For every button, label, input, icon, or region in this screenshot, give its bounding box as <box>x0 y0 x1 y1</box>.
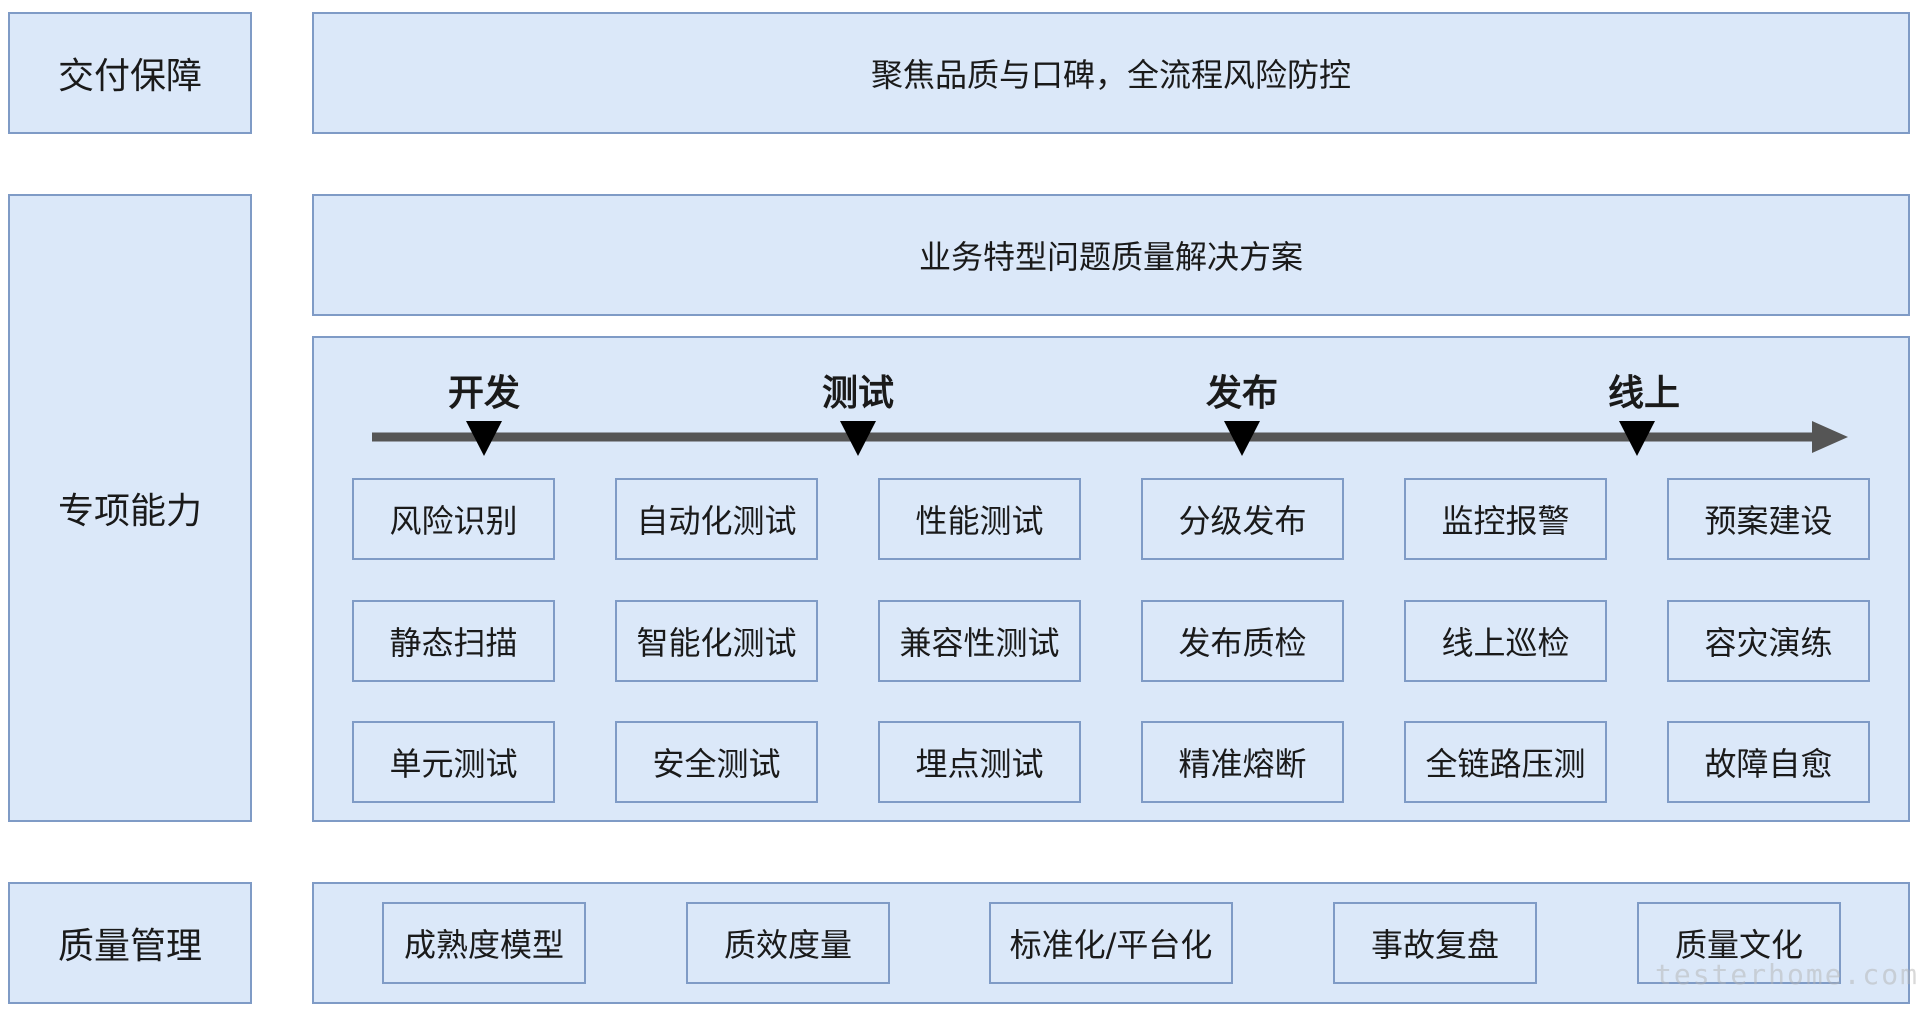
capability-panel <box>312 336 1910 822</box>
capability-cell: 监控报警 <box>1404 478 1607 560</box>
capability-cell: 单元测试 <box>352 721 555 803</box>
capability-cell: 线上巡检 <box>1404 600 1607 682</box>
row-label-delivery: 交付保障 <box>8 12 252 134</box>
quality-item: 标准化/平台化 <box>989 902 1233 984</box>
stage-label-online: 线上 <box>1607 373 1681 414</box>
quality-item: 质效度量 <box>686 902 890 984</box>
row-label-special: 专项能力 <box>8 194 252 822</box>
watermark: testerhome.com <box>1655 958 1920 991</box>
capability-cell: 全链路压测 <box>1404 721 1607 803</box>
capability-cell: 风险识别 <box>352 478 555 560</box>
capability-cell: 埋点测试 <box>878 721 1081 803</box>
stage-marker-online <box>1619 421 1655 456</box>
timeline-arrowhead <box>1812 421 1848 453</box>
stage-marker-test <box>840 421 876 456</box>
capability-cell: 性能测试 <box>878 478 1081 560</box>
solution-title: 业务特型问题质量解决方案 <box>312 194 1910 316</box>
capability-cell: 预案建设 <box>1667 478 1870 560</box>
capability-cell: 兼容性测试 <box>878 600 1081 682</box>
quality-item: 质量文化 <box>1637 902 1841 984</box>
capability-cell: 静态扫描 <box>352 600 555 682</box>
capability-cell: 自动化测试 <box>615 478 818 560</box>
quality-item: 事故复盘 <box>1333 902 1537 984</box>
capability-cell: 故障自愈 <box>1667 721 1870 803</box>
capability-cell: 容灾演练 <box>1667 600 1870 682</box>
capability-cell: 智能化测试 <box>615 600 818 682</box>
stage-label-dev: 开发 <box>447 373 521 414</box>
capability-cell: 发布质检 <box>1141 600 1344 682</box>
capability-cell: 分级发布 <box>1141 478 1344 560</box>
stage-label-release: 发布 <box>1205 373 1279 414</box>
capability-cell: 安全测试 <box>615 721 818 803</box>
stage-marker-release <box>1224 421 1260 456</box>
quality-item: 成熟度模型 <box>382 902 586 984</box>
stage-marker-dev <box>466 421 502 456</box>
delivery-content: 聚焦品质与口碑，全流程风险防控 <box>312 12 1910 134</box>
capability-cell: 精准熔断 <box>1141 721 1344 803</box>
row-label-quality: 质量管理 <box>8 882 252 1004</box>
stage-label-test: 测试 <box>821 373 895 414</box>
